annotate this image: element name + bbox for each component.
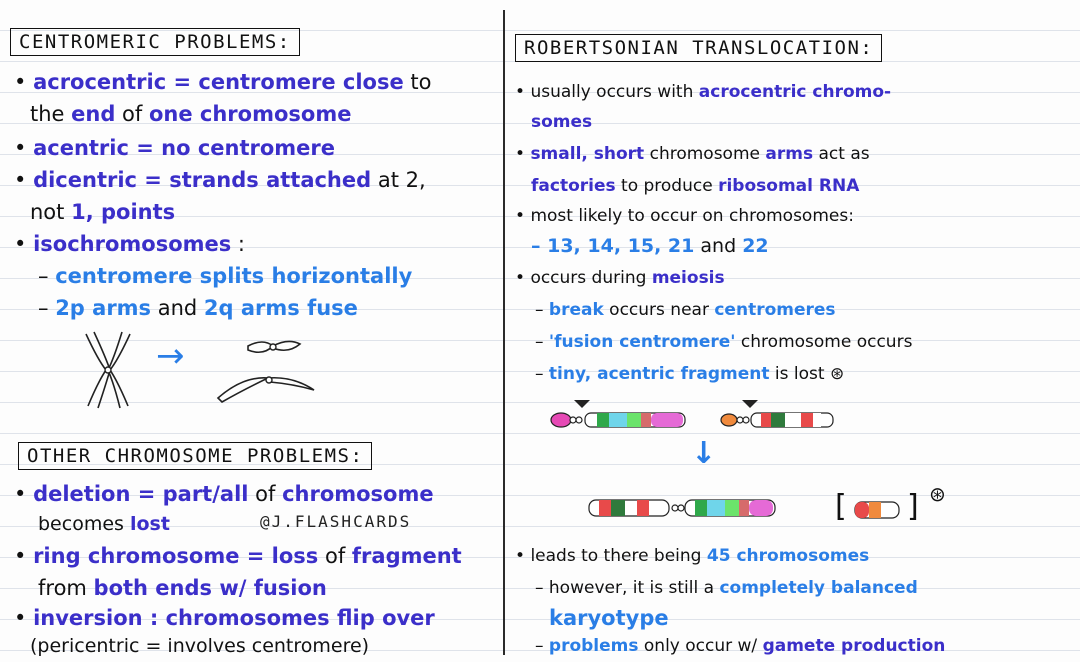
break-marker-icon <box>574 400 590 408</box>
other-problems-title: OTHER CHROMOSOME PROBLEMS: <box>18 442 373 470</box>
note-ring: • ring chromosome = loss of fragment <box>14 544 462 568</box>
note-usually: • usually occurs with acrocentric chromo… <box>515 82 892 102</box>
note-short-arms-cont: factories to produce ribosomal RNA <box>531 176 860 196</box>
note-deletion-cont: becomes lost <box>38 513 170 535</box>
bracket-open: [ <box>835 489 847 524</box>
note-balanced: – however, it is still a completely bala… <box>535 578 918 598</box>
star-icon: ⊛ <box>929 482 946 506</box>
break-marker-icon <box>742 400 758 408</box>
note-dicentric-cont: not 1, points <box>30 200 176 224</box>
note-acentric: • acentric = no centromere <box>14 136 336 160</box>
fused-chromosome-sketch <box>588 499 776 517</box>
note-45-chromosomes: • leads to there being 45 chromosomes <box>515 546 870 566</box>
note-karyotype: karyotype <box>549 606 669 630</box>
isochromosome-sketch <box>216 340 315 403</box>
watermark: @J.FLASHCARDS <box>260 512 412 531</box>
note-inversion: • inversion : chromosomes flip over <box>14 606 435 630</box>
star-icon: ⊛ <box>829 364 845 384</box>
note-acrocentric: • acrocentric = centromere close to <box>14 70 432 94</box>
x-chromosome-sketch <box>85 331 131 409</box>
note-break: – break occurs near centromeres <box>535 300 836 320</box>
note-meiosis: • occurs during meiosis <box>515 268 725 288</box>
note-short-arms: • small, short chromosome arms act as <box>515 144 870 164</box>
note-iso-split: – centromere splits horizontally <box>38 264 413 288</box>
robertsonian-title: ROBERTSONIAN TRANSLOCATION: <box>515 34 883 62</box>
note-fusion: – 'fusion centromere' chromosome occurs <box>535 332 913 352</box>
note-inversion-cont: (pericentric = involves centromere) <box>30 635 370 657</box>
note-deletion: • deletion = part/all of chromosome <box>14 482 434 506</box>
note-usually-cont: somes <box>531 112 593 132</box>
centromeric-problems-title: CENTROMERIC PROBLEMS: <box>10 28 300 56</box>
note-dicentric: • dicentric = strands attached at 2, <box>14 168 426 192</box>
bracket-close: ] <box>907 489 919 524</box>
note-acrocentric-cont: the end of one chromosome <box>30 102 352 126</box>
lost-fragment-sketch <box>854 501 900 519</box>
note-gamete: – problems only occur w/ gamete producti… <box>535 636 946 656</box>
column-divider <box>503 10 505 655</box>
note-chromosome-numbers: – 13, 14, 15, 21 and 22 <box>531 235 769 257</box>
note-iso-fuse: – 2p arms and 2q arms fuse <box>38 296 358 320</box>
arrow-down-icon: ↓ <box>691 436 717 471</box>
note-tiny-fragment: – tiny, acentric fragment is lost ⊛ <box>535 364 845 384</box>
note-most-likely: • most likely to occur on chromosomes: <box>515 206 854 226</box>
arrow-right-icon: → <box>156 336 185 376</box>
chromosome-b-sketch <box>720 400 834 428</box>
chromosome-a-sketch <box>550 400 686 428</box>
note-isochromosomes: • isochromosomes : <box>14 232 246 256</box>
note-ring-cont: from both ends w/ fusion <box>38 576 327 600</box>
